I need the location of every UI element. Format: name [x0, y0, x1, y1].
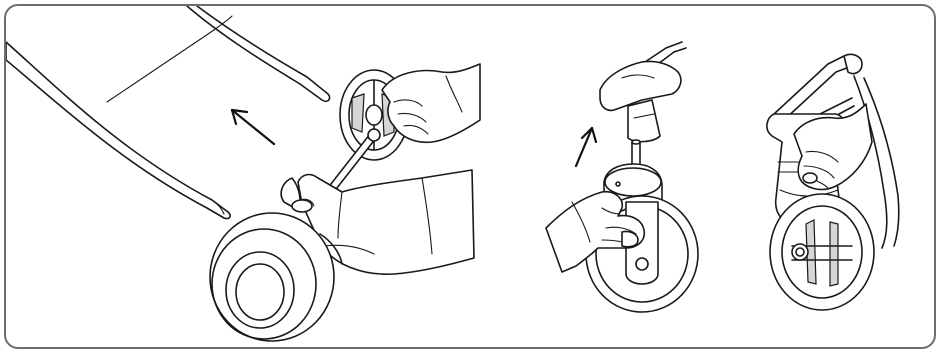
illustration-frame — [4, 4, 936, 349]
canopy-outline — [106, 6, 331, 103]
panel-front-wheel-attached — [766, 53, 900, 311]
stroller-frame-tube — [6, 41, 231, 220]
fork-connector — [599, 60, 682, 143]
panel-front-wheel-removal — [545, 41, 699, 313]
upper-hand — [381, 63, 481, 144]
attached-wheel — [769, 193, 875, 311]
lower-hand — [297, 169, 475, 275]
rear-axle-knob — [280, 177, 313, 213]
axle-pin — [629, 139, 643, 167]
fork-hand — [793, 103, 873, 191]
arrow-up-icon — [574, 126, 598, 168]
caster-hand — [545, 190, 646, 273]
instruction-illustration — [6, 6, 900, 342]
panel-rear-wheel-removal — [6, 6, 481, 342]
arrow-up-left-icon — [230, 108, 276, 146]
rear-wheel — [209, 212, 343, 342]
